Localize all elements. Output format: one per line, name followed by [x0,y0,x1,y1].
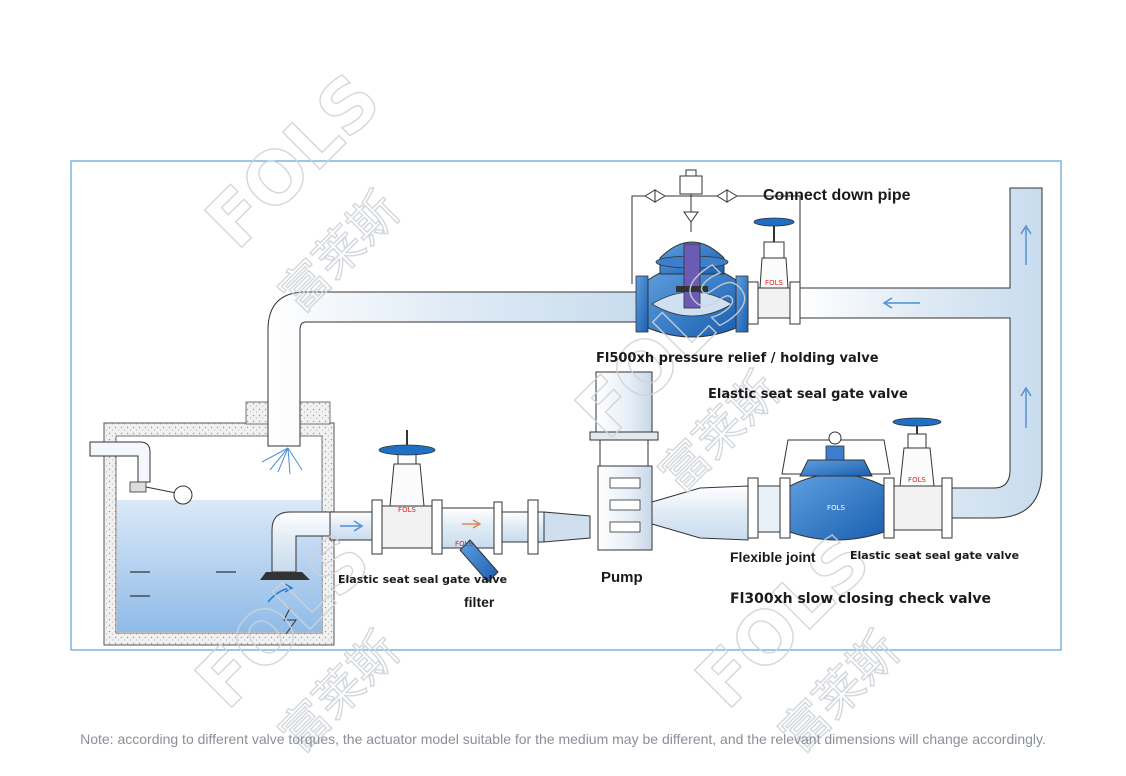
valve-brand-mark: FOLS [908,476,926,484]
pump-inlet-pipe [501,499,591,555]
label-check-valve: Fl300xh slow closing check valve [730,591,991,607]
pressure-relief-valve [631,169,801,338]
label-pump: Pump [601,569,643,586]
flexible-joint [747,477,791,539]
label-pressure-relief-valve: Fl500xh pressure relief / holding valve [596,351,879,366]
gate-valve-left: FOLS [371,430,443,555]
diagram-frame [70,160,1062,651]
valve-brand-mark: FOLS [398,506,416,514]
gate-valve-upper: FOLS [747,217,801,325]
slow-closing-check-valve: FOLS [781,431,891,541]
label-flexible-joint: Flexible joint [730,549,816,565]
gate-valve-right: FOLS [883,417,953,539]
label-gate-valve-right: Elastic seat seal gate valve [850,549,1019,562]
footer-note: Note: according to different valve torqu… [80,731,1046,747]
flow-arrow [882,224,1032,428]
discharge-line [651,485,749,541]
label-gate-valve-left: Elastic seat seal gate valve [338,573,507,586]
label-filter: filter [464,594,495,610]
y-strainer: FOLS [441,501,503,583]
water-tank [89,401,335,646]
label-connect-down-pipe: Connect down pipe [763,187,911,204]
valve-brand-mark: FOLS [827,504,845,512]
valve-brand-mark: FOLS [455,540,473,548]
float-ball [173,485,193,505]
label-gate-valve-upper: Elastic seat seal gate valve [708,387,908,402]
valve-brand-mark: FOLS [765,279,783,287]
